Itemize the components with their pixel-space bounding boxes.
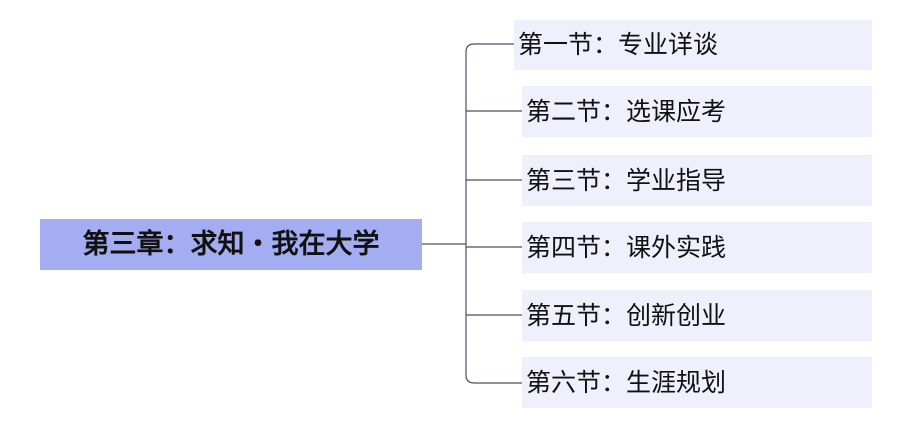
root-topic[interactable]: 第三章：求知・我在大学 bbox=[40, 219, 422, 270]
subtopic-6[interactable]: 第六节：生涯规划 bbox=[522, 357, 872, 408]
subtopic-label: 第四节：课外实践 bbox=[526, 233, 727, 262]
subtopic-label: 第三节：学业指导 bbox=[526, 166, 727, 195]
root-topic-label: 第三章：求知・我在大学 bbox=[82, 229, 380, 260]
subtopic-label: 第六节：生涯规划 bbox=[526, 368, 727, 397]
subtopic-1[interactable]: 第一节：专业详谈 bbox=[514, 20, 872, 70]
trunk-line bbox=[465, 43, 522, 384]
subtopic-3[interactable]: 第三节：学业指导 bbox=[522, 155, 872, 206]
subtopic-5[interactable]: 第五节：创新创业 bbox=[522, 290, 872, 341]
subtopic-label: 第五节：创新创业 bbox=[526, 301, 727, 330]
subtopic-label: 第一节：专业详谈 bbox=[518, 30, 719, 59]
subtopic-4[interactable]: 第四节：课外实践 bbox=[522, 222, 872, 273]
subtopic-2[interactable]: 第二节：选课应考 bbox=[522, 86, 872, 137]
subtopic-label: 第二节：选课应考 bbox=[526, 97, 727, 126]
